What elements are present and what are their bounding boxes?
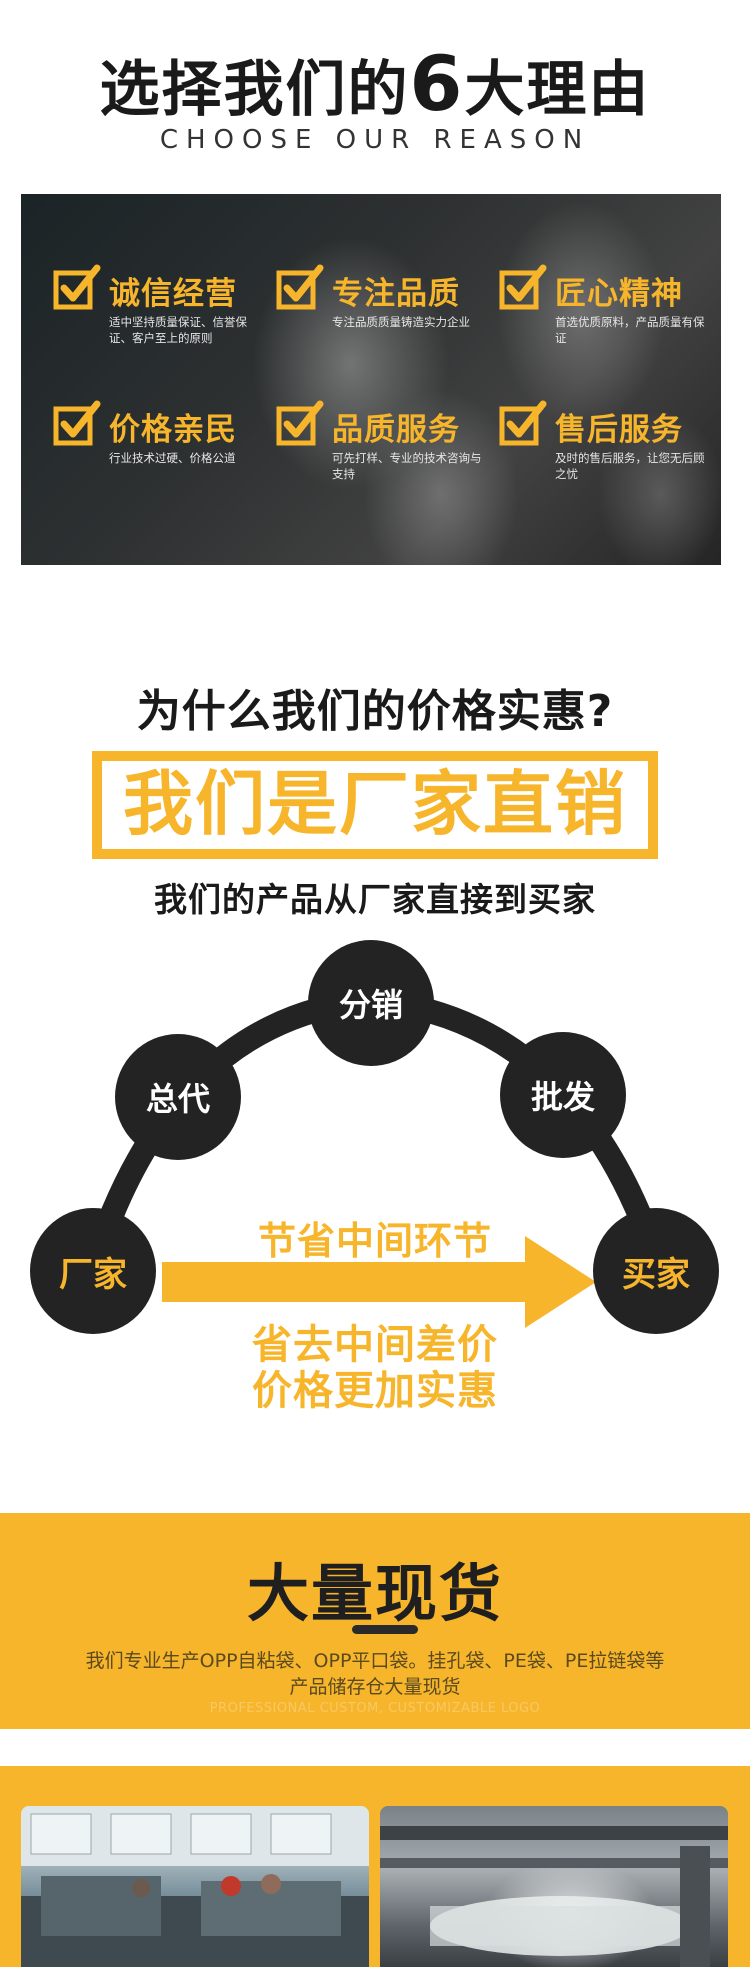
arrow-icon bbox=[162, 1236, 596, 1328]
reason-desc: 行业技术过硬、价格公道 bbox=[109, 451, 236, 465]
reasons-photo-panel: 诚信经营 适中坚持质量保证、信誉保证、客户至上的原则 专注品质 专注品质质量铸造… bbox=[21, 194, 721, 565]
price-question: 为什么我们的价格实惠? bbox=[136, 686, 614, 737]
reason-desc: 专注品质质量铸造实力企业 bbox=[332, 315, 470, 329]
factory-workshop-photo bbox=[21, 1806, 369, 1967]
node-wholesale: 批发 bbox=[500, 1032, 626, 1158]
reason-title: 售后服务 bbox=[555, 412, 683, 448]
title-underline bbox=[352, 1625, 418, 1634]
stock-description: 我们专业生产OPP自粘袋、OPP平口袋。挂孔袋、PE袋、PE拉链袋等产品储存仓大… bbox=[85, 1650, 665, 1698]
save-price-line2: 价格更加实惠 bbox=[252, 1368, 498, 1414]
node-label: 买家 bbox=[622, 1254, 690, 1295]
checkbox-icon bbox=[276, 400, 324, 446]
save-price-text: 省去中间差价 价格更加实惠 bbox=[0, 1322, 750, 1414]
save-price-line1: 省去中间差价 bbox=[252, 1322, 498, 1368]
photo-gallery bbox=[0, 1766, 750, 1967]
factory-direct-banner: 我们是厂家直销 bbox=[92, 751, 658, 859]
film-roll-machine-photo bbox=[380, 1806, 728, 1967]
reason-title: 专注品质 bbox=[332, 276, 460, 312]
reasons-title-suffix: 大理由 bbox=[464, 55, 651, 125]
stock-section: 大量现货 我们专业生产OPP自粘袋、OPP平口袋。挂孔袋、PE袋、PE拉链袋等产… bbox=[0, 1513, 750, 1729]
node-label: 厂家 bbox=[59, 1254, 127, 1295]
reason-desc: 首选优质原料，产品质量有保证 bbox=[555, 315, 705, 345]
node-label: 批发 bbox=[530, 1078, 595, 1116]
reason-title: 价格亲民 bbox=[109, 412, 237, 448]
node-general-agent: 总代 bbox=[115, 1034, 241, 1160]
reasons-section: 选择我们的6大理由 CHOOSE OUR REASON 诚信经营 适中坚持质量保… bbox=[0, 0, 750, 580]
reason-title: 诚信经营 bbox=[109, 276, 237, 312]
reasons-subtitle: CHOOSE OUR REASON bbox=[159, 125, 591, 155]
checkbox-icon bbox=[53, 400, 101, 446]
node-distribution: 分销 bbox=[308, 940, 434, 1066]
save-steps-label: 节省中间环节 bbox=[257, 1219, 492, 1263]
reasons-title: 选择我们的6大理由 bbox=[0, 42, 750, 126]
checkbox-icon bbox=[499, 264, 547, 310]
reason-desc: 及时的售后服务，让您无后顾之忧 bbox=[555, 451, 705, 481]
node-label: 分销 bbox=[338, 986, 403, 1024]
reason-title: 匠心精神 bbox=[555, 276, 683, 312]
checkbox-icon bbox=[499, 400, 547, 446]
checkbox-icon bbox=[276, 264, 324, 310]
node-label: 总代 bbox=[145, 1080, 210, 1118]
checkbox-icon bbox=[53, 264, 101, 310]
factory-direct-text: 我们是厂家直销 bbox=[123, 763, 627, 845]
reasons-title-number: 6 bbox=[409, 39, 465, 128]
workshop-illustration bbox=[21, 1806, 369, 1967]
reason-desc: 可先打样、专业的技术咨询与支持 bbox=[332, 451, 482, 481]
stock-title: 大量现货 bbox=[246, 1557, 503, 1630]
node-buyer: 买家 bbox=[593, 1208, 719, 1334]
stock-english-caption: PROFESSIONAL CUSTOM, CUSTOMIZABLE LOGO bbox=[209, 1701, 541, 1716]
reason-title: 品质服务 bbox=[332, 412, 460, 448]
film-roll-illustration bbox=[380, 1826, 728, 1967]
reasons-title-prefix: 选择我们的 bbox=[99, 55, 410, 125]
node-factory: 厂家 bbox=[30, 1208, 156, 1334]
factory-to-buyer-text: 我们的产品从厂家直接到买家 bbox=[154, 880, 596, 919]
reason-desc: 适中坚持质量保证、信誉保证、客户至上的原则 bbox=[109, 315, 247, 345]
